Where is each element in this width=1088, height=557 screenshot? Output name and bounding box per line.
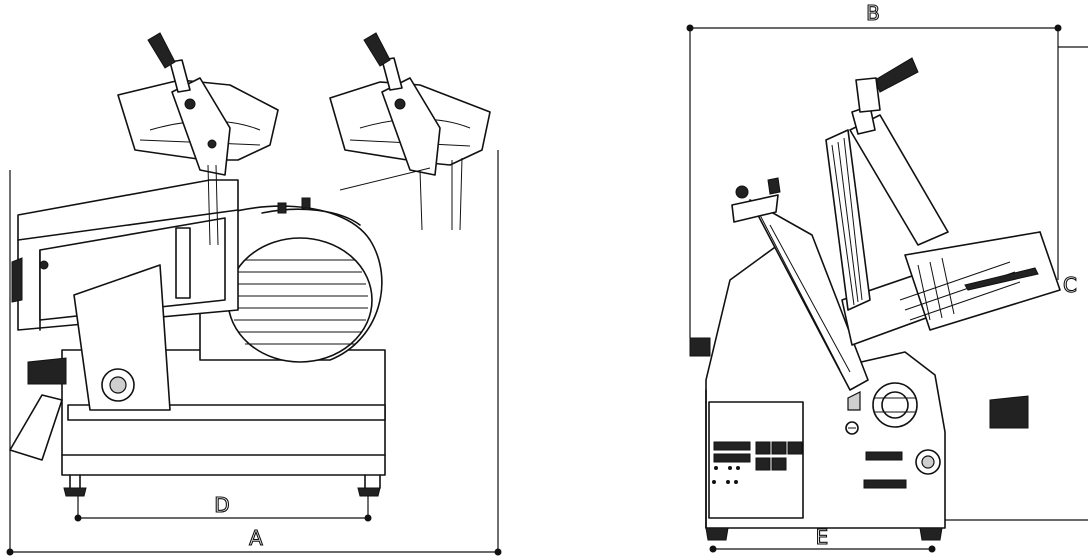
dimension-label-c: C (1063, 273, 1077, 297)
dimension-label-d: D (214, 493, 229, 517)
dimension-label-b: B (866, 1, 880, 25)
dimension-label-a: A (249, 526, 263, 550)
slicer-side-view (686, 24, 1088, 553)
dimension-label-e: E (816, 525, 829, 549)
slicer-front-view (6, 32, 502, 556)
control-buttons (712, 441, 803, 484)
